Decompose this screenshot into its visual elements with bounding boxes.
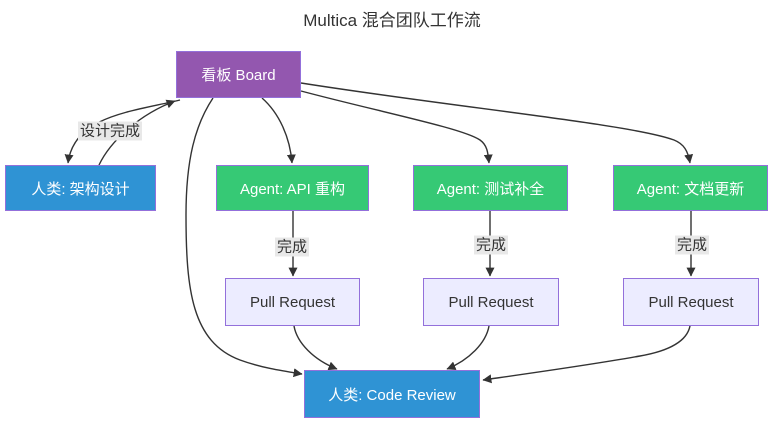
node-board: 看板 Board [176,51,301,98]
edge-board-to-code-review [185,97,303,378]
edge-board-to-agent-doc [300,82,694,164]
node-agent-test: Agent: 测试补全 [413,165,568,211]
node-agent-test-label: Agent: 测试补全 [436,180,545,198]
edge-pr-api-to-code-review [293,325,338,371]
edge-board-to-agent-api [261,97,296,164]
node-agent-doc-label: Agent: 文档更新 [636,180,745,198]
edge-label-design-done: 设计完成 [77,121,143,141]
node-board-label: 看板 Board [201,67,276,84]
node-pr-test: Pull Request [423,278,559,326]
node-agent-doc: Agent: 文档更新 [613,165,768,211]
node-code-review-label: 人类: Code Review [328,386,456,404]
edge-board-to-agent-test [300,90,493,164]
edge-label-done-api: 完成 [274,237,310,257]
edge-pr-test-to-code-review [446,325,490,370]
node-agent-api: Agent: API 重构 [216,165,369,211]
node-agent-api-label: Agent: API 重构 [239,180,346,198]
node-pr-api: Pull Request [225,278,360,326]
node-human-arch: 人类: 架构设计 [5,165,156,211]
node-code-review: 人类: Code Review [304,370,480,418]
diagram-title: Multica 混合团队工作流 [303,11,481,30]
edge-label-done-test: 完成 [473,235,509,255]
node-pr-doc-label: Pull Request [648,293,734,311]
edge-pr-doc-to-code-review [482,325,691,384]
edge-label-done-doc: 完成 [674,235,710,255]
node-pr-test-label: Pull Request [448,293,534,311]
node-human-arch-label: 人类: 架构设计 [31,180,130,198]
edge-board-to-human-arch [64,99,181,164]
node-pr-doc: Pull Request [623,278,759,326]
node-pr-api-label: Pull Request [249,293,336,311]
